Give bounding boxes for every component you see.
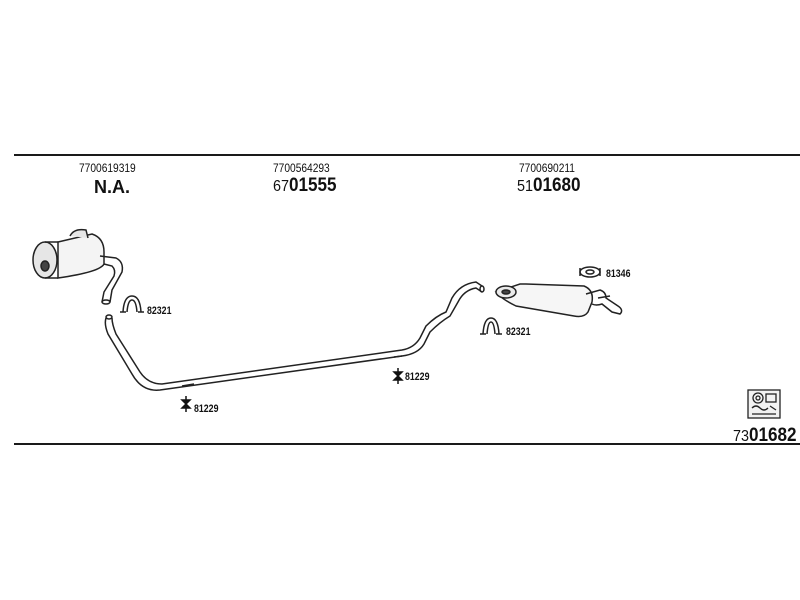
label-hanger-left: 81229 (194, 403, 219, 415)
rear-silencer (494, 283, 623, 318)
oem-number-1: 7700619319 (79, 161, 136, 175)
front-tail-pipe (99, 255, 124, 305)
kit-code-main: 01682 (749, 425, 797, 446)
label-hanger-mid: 81229 (405, 371, 430, 383)
kit-code-prefix: 73 (733, 428, 750, 445)
label-gasket: 81346 (606, 268, 631, 280)
part-code-1: N.A. (94, 177, 130, 197)
bottom-rule (14, 443, 800, 445)
top-rule (14, 154, 800, 156)
part-code-2-prefix: 67 (273, 178, 290, 195)
oem-number-3: 7700690211 (519, 161, 575, 175)
clamp-left-icon (120, 295, 144, 313)
oem-number-2: 7700564293 (273, 161, 330, 175)
part-code-2-main: 01555 (289, 175, 337, 196)
label-clamp-right: 82321 (506, 326, 531, 338)
hanger-left-icon (180, 396, 192, 412)
parts-kit-icon (747, 389, 781, 419)
part-code-3: 5101680 (517, 176, 581, 195)
part-code-2: 6701555 (273, 176, 337, 195)
middle-pipe (104, 281, 485, 391)
kit-code: 7301682 (733, 426, 797, 445)
front-silencer (32, 228, 105, 279)
label-clamp-left: 82321 (147, 305, 172, 317)
clamp-right-icon (480, 317, 502, 335)
part-code-3-main: 01680 (533, 175, 581, 196)
part-code-3-prefix: 51 (517, 178, 534, 195)
hanger-mid-icon (392, 368, 404, 384)
gasket-icon (579, 266, 601, 278)
